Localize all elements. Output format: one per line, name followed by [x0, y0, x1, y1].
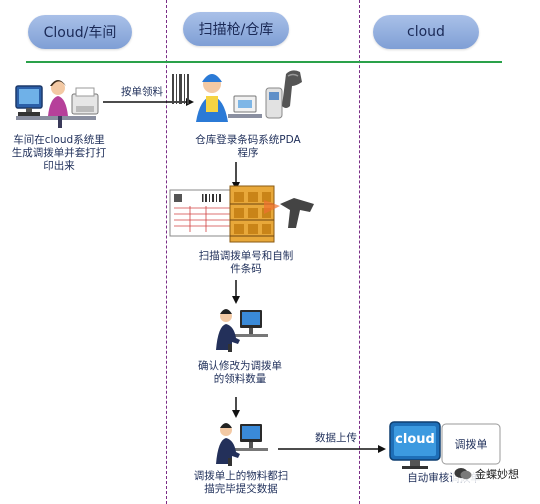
cloud-logo-text: cloud: [395, 432, 435, 447]
confirm-qty-label: 确认修改为调拨单 的领料数量: [198, 360, 282, 385]
workshop-print-label: 车间在cloud系统里 生成调拨单并套打打 印出来: [11, 134, 107, 172]
chat-icon: [454, 468, 472, 480]
pda-login-label: 仓库登录条码系统PDA 程序: [195, 134, 301, 159]
cloud-system-illustration: [389, 421, 501, 469]
workshop-operator-illustration: [15, 80, 99, 128]
lane-divider-1: [166, 0, 167, 504]
watermark-badge: 金蝶妙想: [452, 466, 521, 482]
confirm-qty-illustration: [216, 309, 268, 352]
submit-data-label: 调拨单上的物料都扫 描完毕提交数据: [193, 470, 289, 495]
data-upload-label: 数据上传: [315, 432, 357, 444]
lane-workshop-header: Cloud/车间: [28, 15, 132, 49]
submit-data-illustration: [216, 423, 268, 466]
warehouse-pda-illustration: [172, 70, 302, 122]
scan-documents-illustration: [169, 185, 314, 243]
watermark-text: 金蝶妙想: [475, 468, 519, 481]
lane-scanner-header: 扫描枪/仓库: [183, 12, 289, 46]
lane-divider-2: [359, 0, 360, 504]
lane-cloud-header: cloud: [373, 15, 479, 49]
pick-by-order-label: 按单领料: [121, 86, 163, 98]
scan-codes-label: 扫描调拨单号和自制 件条码: [198, 250, 294, 275]
header-rule: [26, 61, 502, 63]
transfer-doc-card: 调拨单: [454, 438, 488, 451]
